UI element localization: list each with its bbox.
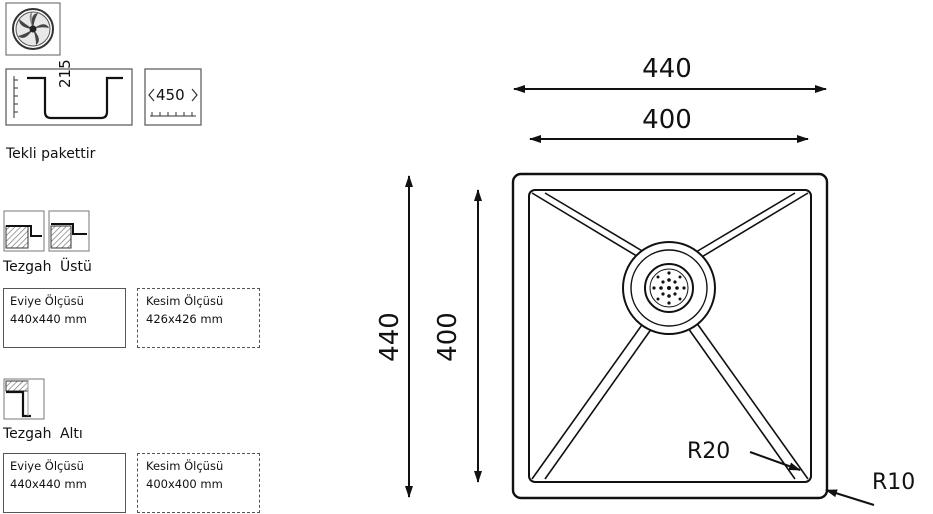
fan-icon — [5, 2, 61, 56]
under-mount-sink-size-value: 440x440 mm — [10, 477, 87, 491]
under-mount-sink-size-title: Eviye Ölçüsü — [10, 459, 84, 473]
width-icon — [144, 68, 202, 126]
drain-icon — [622, 241, 716, 335]
top-mount-caption: Tezgah Üstü — [3, 259, 92, 275]
under-mount-sink-size-box: Eviye Ölçüsü 440x440 mm — [3, 453, 126, 513]
outer-height-label: 440 — [375, 312, 405, 362]
top-mount-caption-b: Üstü — [59, 259, 92, 275]
top-mount-sink-size-value: 440x440 mm — [10, 312, 87, 326]
top-mount-cut-size-box: Kesim Ölçüsü 426x426 mm — [137, 288, 260, 348]
under-mount-icon — [3, 378, 45, 420]
inner-height-label: 400 — [433, 312, 463, 362]
outer-radius-label: R10 — [872, 470, 915, 495]
sink-outer-rim — [511, 172, 829, 500]
under-mount-caption-b: Altı — [59, 426, 83, 442]
package-text: Tekli pakettir — [6, 146, 96, 162]
top-mount-cut-size-value: 426x426 mm — [146, 312, 223, 326]
inner-radius-label: R20 — [687, 439, 730, 464]
width-value: 450 — [156, 86, 185, 104]
top-mount-caption-a: Tezgah — [3, 259, 52, 275]
outer-width-label: 440 — [642, 54, 692, 84]
outer-radius-pointer — [825, 489, 875, 506]
bowl-depth-icon — [5, 68, 133, 126]
under-mount-cut-size-value: 400x400 mm — [146, 477, 223, 491]
under-mount-caption-a: Tezgah — [3, 426, 52, 442]
bowl-slope-lines — [531, 192, 809, 480]
top-mount-sink-size-box: Eviye Ölçüsü 440x440 mm — [3, 288, 126, 348]
under-mount-cut-size-title: Kesim Ölçüsü — [146, 459, 224, 473]
sink-inner-bowl — [528, 189, 812, 483]
inner-width-label: 400 — [642, 105, 692, 135]
top-mount-sink-size-title: Eviye Ölçüsü — [10, 294, 84, 308]
top-mount-cut-size-title: Kesim Ölçüsü — [146, 294, 224, 308]
top-mount-icon — [3, 210, 93, 252]
under-mount-caption: Tezgah Altı — [3, 426, 83, 442]
inner-radius-pointer — [749, 451, 801, 471]
under-mount-cut-size-box: Kesim Ölçüsü 400x400 mm — [137, 453, 260, 513]
